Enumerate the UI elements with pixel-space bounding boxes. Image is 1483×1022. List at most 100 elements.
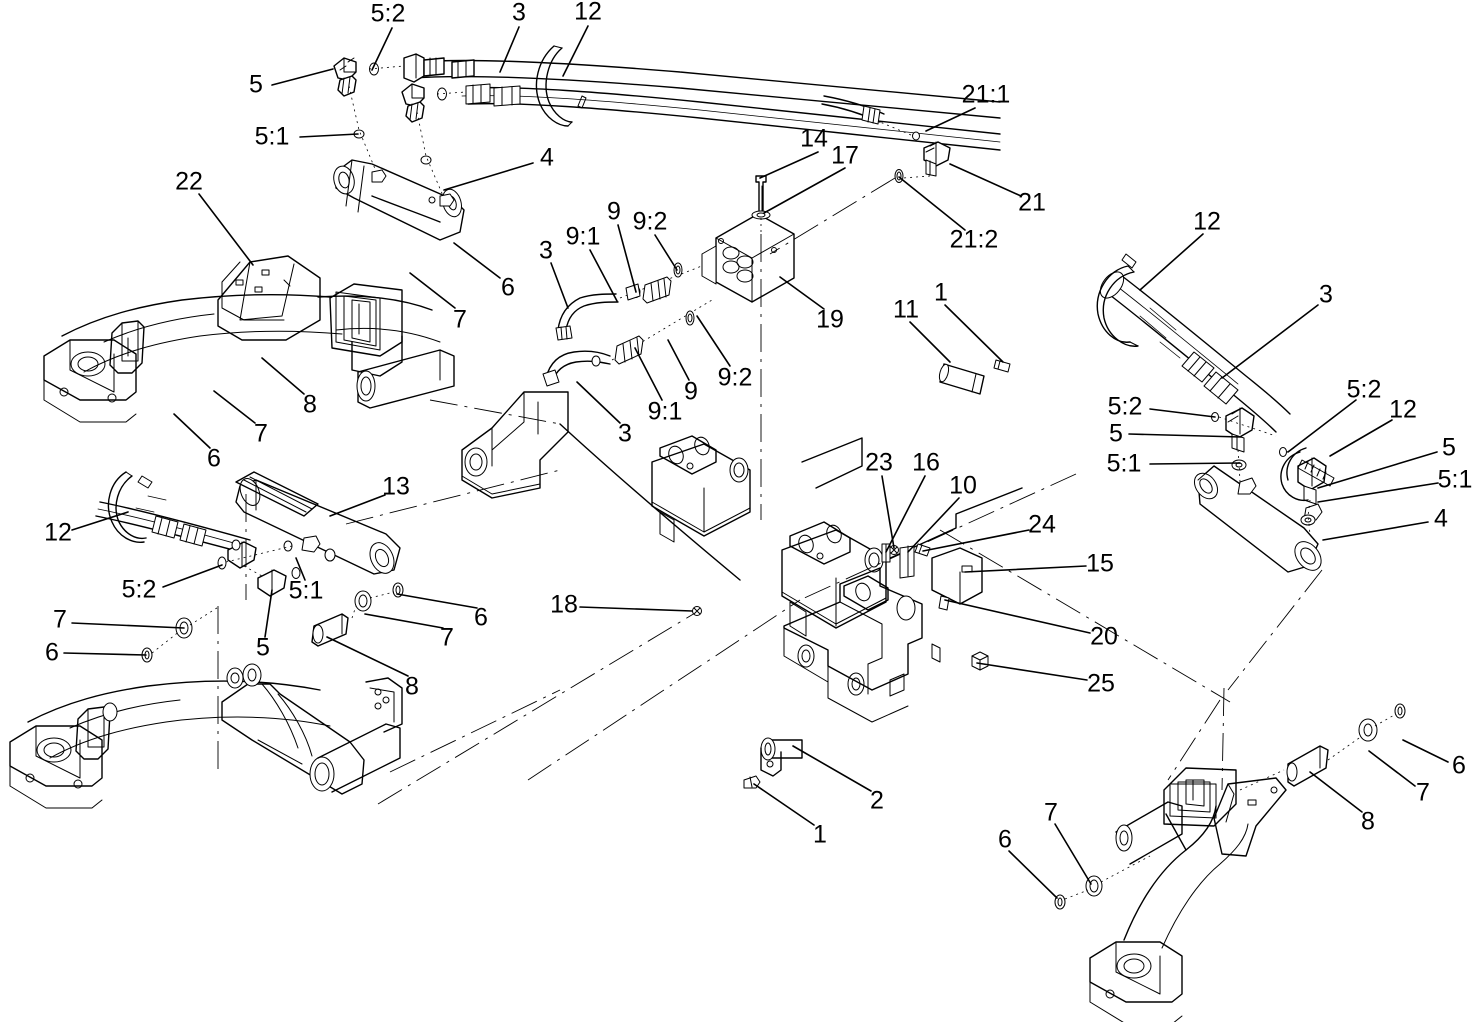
callout-11: 11 [893, 295, 919, 324]
leader-line-12 [71, 511, 129, 531]
callout-16: 16 [912, 448, 940, 477]
leader-line-9-1 [634, 347, 663, 401]
leader-line-5-2 [1149, 408, 1216, 418]
callout-15: 15 [1086, 549, 1114, 578]
callout-18: 18 [550, 590, 578, 619]
callout-5-1: 5:1 [1437, 465, 1473, 494]
callout-25: 25 [1087, 669, 1115, 698]
callout-8: 8 [1361, 807, 1375, 836]
callout-7: 7 [1416, 778, 1430, 807]
callout-19: 19 [816, 305, 844, 334]
center-frame-structure [345, 391, 1231, 805]
callout-9-1: 9:1 [565, 222, 601, 251]
callout-14: 14 [800, 124, 828, 153]
callout-3: 3 [539, 236, 553, 265]
leader-line-8 [326, 636, 409, 677]
top-hose-assembly [333, 45, 1001, 199]
callout-17: 17 [831, 141, 859, 170]
manifold-valve-block [701, 175, 795, 520]
leader-line-21-1 [925, 107, 976, 132]
callout-6: 6 [998, 825, 1012, 854]
callout-21-2: 21:2 [949, 225, 999, 254]
callout-9-2: 9:2 [717, 363, 753, 392]
leader-line-7 [1368, 750, 1416, 787]
leader-line-3 [1221, 304, 1319, 379]
callout-5-2: 5:2 [1107, 392, 1143, 421]
leader-line-1 [944, 304, 1004, 363]
leader-line-5-1 [1149, 462, 1241, 465]
callout-6: 6 [474, 603, 488, 632]
leader-line-21-2 [898, 176, 966, 231]
leader-line-7 [409, 272, 456, 309]
callout-8: 8 [303, 390, 317, 419]
callout-23: 23 [865, 448, 893, 477]
small-hardware-group [692, 359, 1011, 789]
leader-line-10 [907, 497, 960, 553]
callout-3: 3 [1319, 280, 1333, 309]
leader-line-23 [881, 475, 895, 549]
right-hose-cylinder-assembly [1096, 253, 1335, 791]
leader-line-5-1 [299, 133, 359, 138]
callout-12: 12 [1389, 395, 1417, 424]
callout-5: 5 [1109, 419, 1123, 448]
callout-5-1: 5:1 [288, 576, 324, 605]
callout-9-2: 9:2 [632, 207, 668, 236]
callout-5: 5 [1442, 433, 1456, 462]
leader-line-19 [779, 276, 825, 310]
leader-line-8 [1309, 771, 1363, 813]
callout-1: 1 [934, 278, 948, 307]
callout-9-1: 9:1 [647, 397, 683, 426]
callout-4: 4 [540, 143, 554, 172]
leader-line-5-2 [371, 27, 393, 71]
callout-2: 2 [870, 786, 884, 815]
leader-line-14 [759, 151, 819, 179]
leader-line-20 [944, 599, 1091, 634]
callout-3: 3 [512, 0, 526, 27]
leader-line-5-1 [1317, 482, 1439, 503]
leader-line-25 [976, 662, 1088, 681]
leader-line-5-2 [1287, 399, 1357, 453]
leader-line-2 [792, 745, 872, 792]
leader-line-7 [213, 390, 256, 424]
leader-line-18 [579, 606, 693, 612]
callout-6: 6 [45, 638, 59, 667]
leader-line-1 [753, 783, 815, 826]
callout-3: 3 [618, 419, 632, 448]
callout-6: 6 [207, 444, 221, 473]
leader-line-24 [922, 529, 1030, 552]
upper-right-fitting-assembly [769, 95, 951, 255]
callout-5-2: 5:2 [370, 0, 406, 28]
callout-5-1: 5:1 [254, 122, 290, 151]
callout-7: 7 [254, 419, 268, 448]
leader-line-9-2 [696, 315, 731, 367]
callout-7: 7 [440, 623, 454, 652]
callout-leader-lines [63, 25, 1449, 899]
leader-line-3 [576, 381, 621, 424]
leader-line-5-1 [295, 557, 306, 581]
leader-line-7 [1054, 823, 1092, 885]
leader-line-17 [763, 167, 846, 214]
leader-line-6 [396, 593, 478, 609]
callout-6: 6 [501, 273, 515, 302]
leader-line-5 [1128, 433, 1242, 438]
callout-4: 4 [1434, 504, 1448, 533]
callout-9: 9 [684, 377, 698, 406]
leader-line-8 [261, 357, 305, 395]
callout-5: 5 [256, 633, 270, 662]
callout-5: 5 [249, 70, 263, 99]
center-hose-assembly [542, 261, 713, 387]
callout-10: 10 [949, 471, 977, 500]
leader-line-7 [364, 613, 444, 629]
leader-line-9-2 [654, 234, 678, 271]
lower-left-hose-cylinder [95, 471, 404, 770]
leader-line-21 [949, 163, 1022, 197]
right-lower-arm-assembly [1054, 699, 1406, 1022]
cylinder-4-upper [333, 159, 465, 241]
leader-line-15 [964, 565, 1087, 573]
leader-line-7 [71, 622, 185, 629]
callout-20: 20 [1090, 622, 1118, 651]
leader-line-6 [1008, 850, 1058, 899]
callout-12: 12 [574, 0, 602, 26]
callout-21-1: 21:1 [961, 80, 1011, 109]
